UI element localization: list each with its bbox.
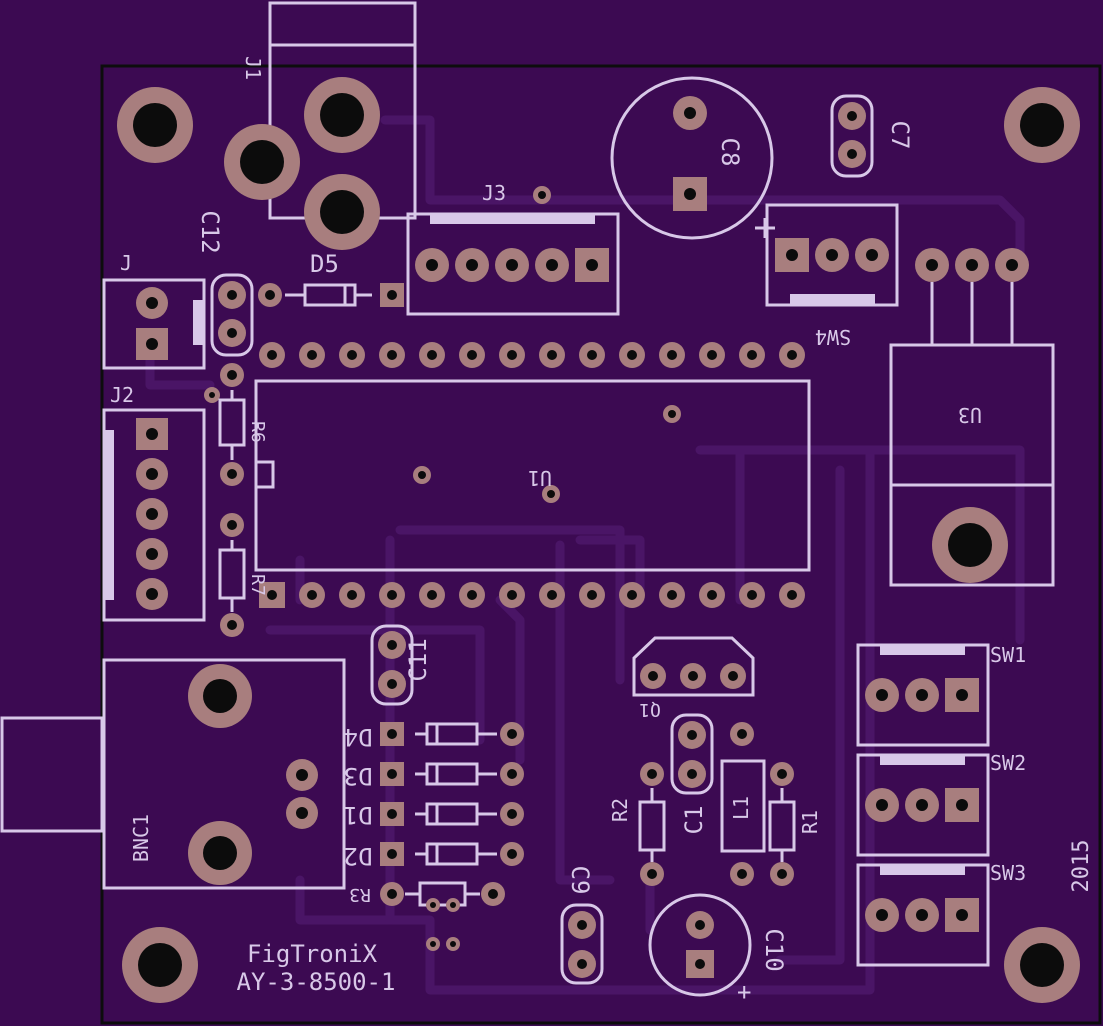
c1-capacitor [670, 713, 714, 795]
u3-regulator [889, 248, 1055, 587]
r6-resistor [204, 363, 246, 486]
c8-capacitor [610, 76, 774, 240]
d3-diode [380, 762, 524, 786]
label-c10: C10 [760, 928, 788, 971]
c7-capacitor [830, 94, 874, 178]
c12-capacitor [210, 273, 254, 357]
label-c8: C8 [716, 138, 744, 167]
label-d3: D3 [344, 762, 373, 790]
label-c1: C1 [680, 806, 708, 835]
label-q1: Q1 [639, 699, 661, 720]
label-u3: U3 [958, 403, 982, 427]
d2-diode [380, 842, 524, 866]
label-sw1: SW1 [990, 643, 1026, 667]
label-j1: J1 [241, 56, 265, 80]
label-l1: L1 [729, 796, 753, 820]
sw2-switch [856, 753, 990, 857]
label-c10-plus: + [737, 978, 751, 1006]
label-c12: C12 [196, 210, 224, 253]
l1-inductor [720, 722, 766, 886]
d5-diode [258, 283, 404, 307]
d4-diode [380, 722, 524, 746]
label-j2: J2 [110, 383, 134, 407]
label-j3: J3 [482, 181, 506, 205]
board-outline [100, 64, 1102, 1025]
label-r6: R6 [247, 421, 268, 443]
bnc1-connector [0, 658, 346, 890]
sw3-switch [856, 863, 990, 967]
label-d5: D5 [310, 250, 339, 278]
board-year: 2015 [1069, 840, 1094, 893]
label-r1: R1 [798, 810, 822, 834]
label-d1: D1 [344, 801, 373, 829]
j3-connector [406, 186, 620, 316]
label-bnc1: BNC1 [129, 814, 153, 862]
r2-resistor [638, 762, 666, 886]
j2-connector [102, 408, 206, 622]
label-c9: C9 [566, 866, 594, 895]
label-sw2: SW2 [990, 751, 1026, 775]
label-d2: D2 [344, 842, 373, 870]
label-r7: R7 [247, 574, 268, 596]
label-d4: D4 [344, 723, 373, 751]
c9-capacitor [560, 903, 604, 985]
d1-diode [380, 802, 524, 826]
u1-ic [254, 342, 811, 608]
r1-resistor [768, 762, 796, 886]
j-connector [102, 278, 206, 370]
label-r3: R3 [349, 884, 371, 905]
c10-capacitor [648, 893, 752, 997]
board-part: AY-3-8500-1 [237, 968, 396, 996]
sw4-switch [755, 203, 899, 307]
diode-array [380, 722, 524, 866]
c11-capacitor [370, 624, 414, 706]
label-r2: R2 [608, 798, 632, 822]
u1-bottom-pins [259, 582, 805, 608]
sw1-switch [856, 643, 990, 747]
u1-top-pins [259, 342, 805, 368]
label-sw4: SW4 [815, 325, 851, 349]
label-j: J [120, 251, 132, 275]
label-c7: C7 [886, 121, 914, 150]
r3-resistor [380, 881, 505, 951]
board-brand: FigTroniX [247, 940, 378, 968]
label-sw3: SW3 [990, 861, 1026, 885]
label-c11: C11 [404, 638, 432, 681]
label-u1: U1 [528, 466, 552, 490]
j1-power-jack [224, 1, 417, 250]
q1-transistor [632, 636, 755, 697]
r7-resistor [218, 513, 246, 637]
silkscreen-labels: J1 J J2 J3 C12 D5 C8 C7 SW4 U3 U1 R6 R7 … [110, 56, 1094, 1006]
mounting-holes [117, 87, 1080, 1003]
